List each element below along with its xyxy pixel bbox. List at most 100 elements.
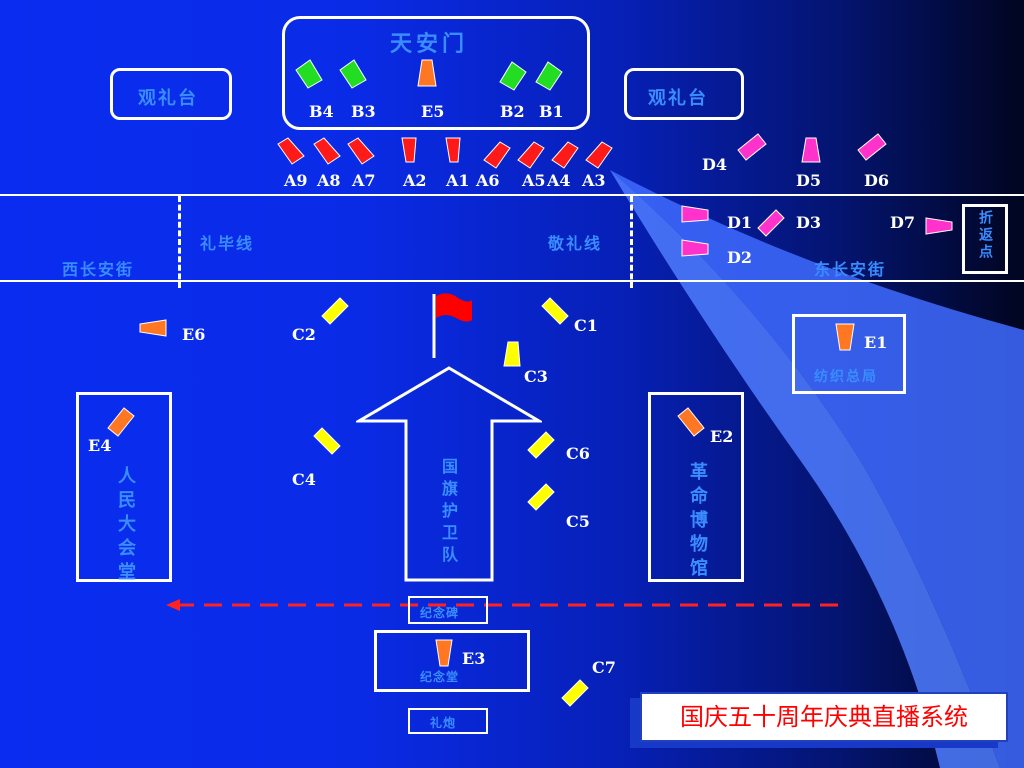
camera-a9-icon (277, 137, 305, 165)
tiananmen-box (282, 16, 590, 130)
viewing-stand-left (110, 68, 232, 120)
camera-d2-icon (681, 239, 709, 257)
camera-label-c5: C5 (566, 512, 590, 531)
flag-icon (432, 293, 472, 358)
system-title-box: 国庆五十周年庆典直播系统 (640, 692, 1008, 742)
camera-a2-icon (401, 137, 417, 163)
great-hall-box (76, 392, 172, 582)
flag-guard-arrow (356, 366, 542, 582)
camera-label-a2: A2 (403, 171, 427, 190)
camera-label-d4: D4 (702, 155, 728, 174)
camera-label-b1: B1 (539, 102, 564, 121)
camera-d5-icon (801, 137, 821, 163)
camera-e1-icon (835, 323, 855, 351)
memorial-label: 纪念堂 (420, 670, 460, 684)
camera-label-d6: D6 (864, 171, 890, 190)
salute-line-label: 敬礼线 (548, 234, 603, 253)
camera-label-d1: D1 (727, 213, 753, 232)
west-changan-label: 西长安街 (62, 260, 135, 279)
camera-d7-icon (925, 217, 953, 235)
camera-label-d5: D5 (796, 171, 822, 190)
camera-label-b3: B3 (351, 102, 376, 121)
east-changan-label: 东长安街 (814, 260, 887, 279)
camera-label-a5: A5 (522, 171, 546, 190)
camera-label-a7: A7 (352, 171, 376, 190)
camera-e3-icon (435, 639, 453, 667)
camera-c4-icon (313, 427, 341, 455)
camera-e2-icon (677, 407, 705, 437)
camera-label-c6: C6 (566, 444, 590, 463)
camera-c7-icon (561, 679, 589, 707)
textile-bureau-box (792, 314, 906, 394)
turn-point-box (962, 204, 1008, 274)
camera-label-c7: C7 (592, 658, 616, 677)
salute-end-line (178, 196, 181, 288)
viewing-stand-left-label: 观礼台 (138, 88, 198, 109)
viewing-stand-right (624, 68, 744, 120)
tiananmen-title: 天安门 (390, 32, 469, 57)
camera-b2-icon (499, 61, 527, 91)
road-line-top (0, 194, 1024, 196)
camera-d3-icon (757, 209, 785, 237)
salute-gun-label: 礼炮 (430, 716, 457, 730)
museum-label: 革命博物馆 (687, 462, 708, 582)
camera-c6-icon (527, 431, 555, 459)
camera-label-e5: E5 (421, 102, 445, 121)
camera-label-a1: A1 (446, 171, 470, 190)
camera-e6-icon (139, 319, 167, 337)
monument-box (408, 596, 488, 624)
camera-a4-icon (551, 141, 579, 169)
camera-a8-icon (313, 137, 341, 165)
camera-a6-icon (483, 141, 511, 169)
camera-d4-icon (737, 133, 767, 161)
camera-e4-icon (107, 407, 135, 437)
camera-label-c2: C2 (292, 325, 316, 344)
memorial-box (374, 630, 530, 692)
camera-c2-icon (321, 297, 349, 325)
camera-label-e3: E3 (462, 649, 486, 668)
camera-d6-icon (857, 133, 887, 161)
camera-label-e4: E4 (88, 436, 112, 455)
camera-a3-icon (585, 141, 613, 169)
camera-label-e6: E6 (182, 325, 206, 344)
system-title: 国庆五十周年庆典直播系统 (680, 703, 968, 731)
camera-label-d2: D2 (727, 248, 753, 267)
camera-b4-icon (295, 59, 323, 89)
great-hall-label: 人民大会堂 (115, 466, 136, 586)
camera-c3-icon (503, 341, 521, 367)
camera-label-d7: D7 (890, 213, 916, 232)
camera-b1-icon (535, 61, 563, 91)
salute-gun-box (408, 708, 488, 734)
camera-d1a-icon (681, 205, 709, 223)
flag-guard-label: 国旗护卫队 (439, 458, 458, 568)
museum-box (648, 392, 744, 582)
turn-point-label: 折返点 (977, 210, 993, 261)
camera-label-e2: E2 (710, 427, 734, 446)
camera-a1-icon (445, 137, 461, 163)
camera-label-a8: A8 (317, 171, 341, 190)
camera-label-b4: B4 (309, 102, 334, 121)
camera-e5-icon (417, 59, 437, 87)
camera-label-a4: A4 (547, 171, 571, 190)
camera-label-a3: A3 (582, 171, 606, 190)
camera-label-a6: A6 (476, 171, 500, 190)
camera-label-c4: C4 (292, 470, 316, 489)
camera-label-a9: A9 (284, 171, 308, 190)
camera-label-e1: E1 (864, 333, 888, 352)
monument-label: 纪念碑 (420, 606, 460, 620)
camera-label-c3: C3 (524, 367, 548, 386)
route-arrow (166, 599, 848, 611)
salute-end-label: 礼毕线 (200, 234, 255, 253)
camera-c1-icon (541, 297, 569, 325)
camera-label-d3: D3 (796, 213, 822, 232)
salute-line (630, 196, 633, 288)
camera-label-b2: B2 (500, 102, 525, 121)
camera-a5-icon (517, 141, 545, 169)
camera-a7-icon (347, 137, 375, 165)
road-line-bottom (0, 280, 1024, 282)
camera-label-c1: C1 (574, 316, 598, 335)
textile-bureau-label: 纺织总局 (814, 369, 878, 385)
camera-c5-icon (527, 483, 555, 511)
